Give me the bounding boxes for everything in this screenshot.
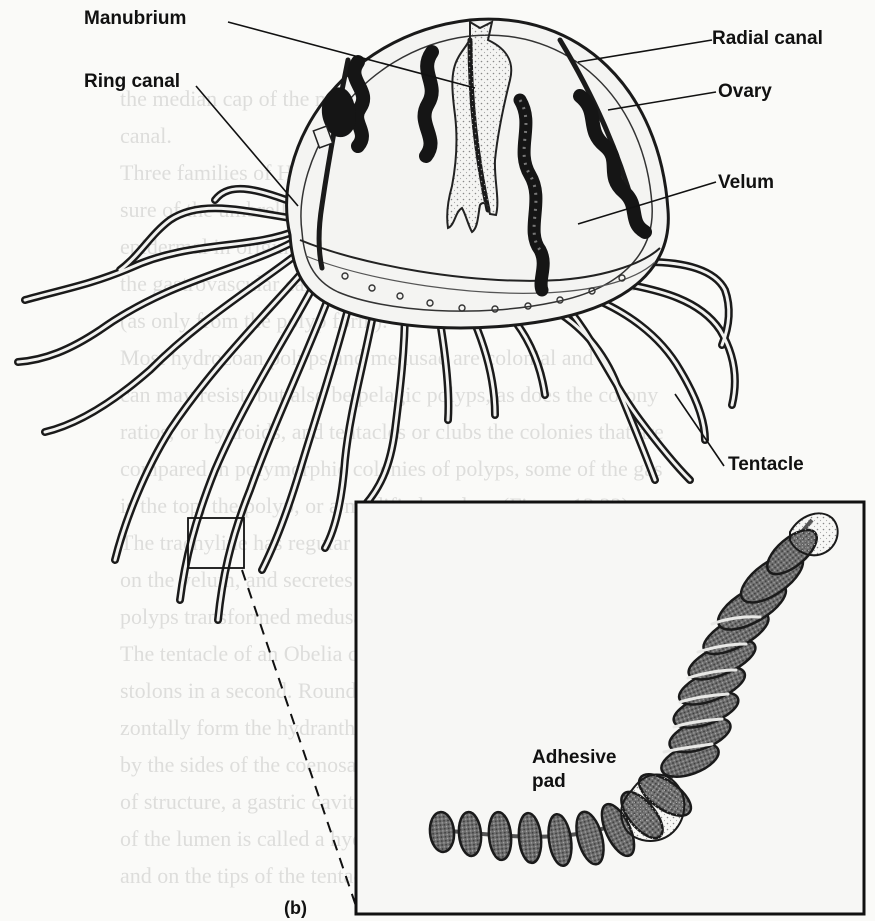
zoom-line xyxy=(242,570,358,912)
label-pad: pad xyxy=(532,772,566,791)
bell xyxy=(287,19,669,328)
label-panel-b: (b) xyxy=(284,899,307,917)
label-ring-canal: Ring canal xyxy=(84,72,180,91)
label-ovary: Ovary xyxy=(718,82,772,101)
label-tentacle: Tentacle xyxy=(728,455,804,474)
label-manubrium: Manubrium xyxy=(84,9,186,28)
radial-canal-leader xyxy=(578,40,712,62)
label-radial-canal: Radial canal xyxy=(712,29,823,48)
label-velum: Velum xyxy=(718,173,774,192)
label-adhesive: Adhesive xyxy=(532,748,616,767)
